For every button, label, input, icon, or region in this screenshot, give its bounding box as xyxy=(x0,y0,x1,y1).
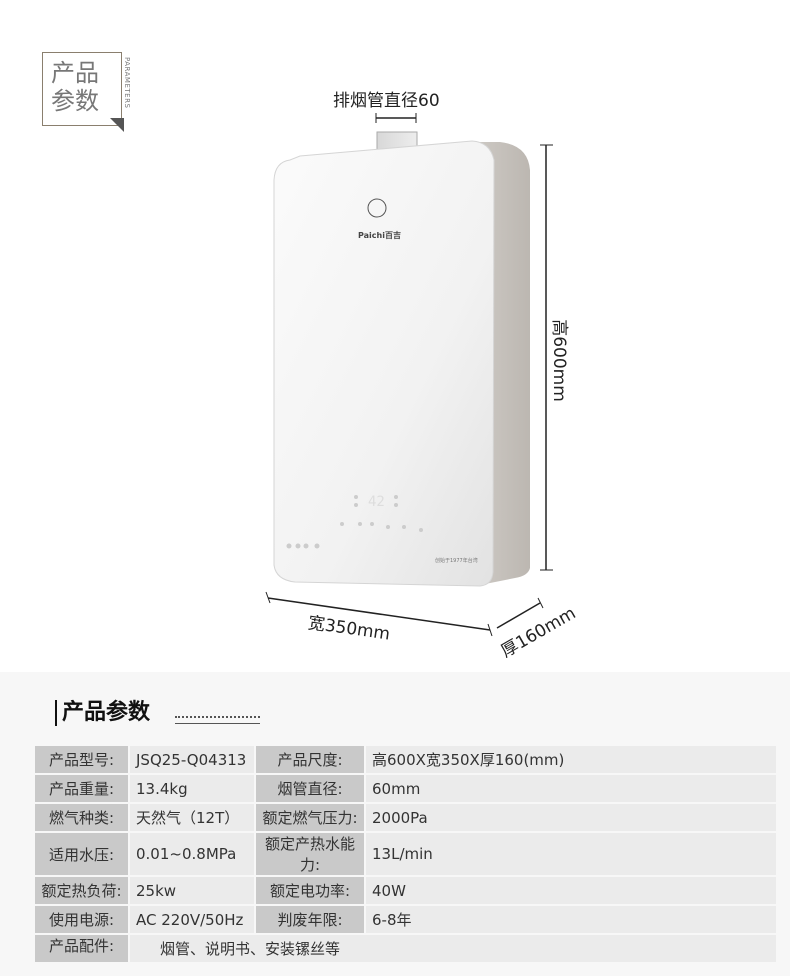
spec-value: 13.4kg xyxy=(130,775,254,802)
accessories-row: 产品配件:烟管、说明书、安装镙丝等 xyxy=(35,935,776,962)
brand-logo: Paichi百吉 xyxy=(358,230,401,240)
width-dimension-line xyxy=(267,597,491,631)
accessories-value: 烟管、说明书、安装镙丝等 xyxy=(130,935,776,962)
accessories-label: 产品配件: xyxy=(35,935,128,962)
display-temperature: 42 xyxy=(368,494,385,510)
spec-label: 使用电源: xyxy=(35,906,128,933)
spec-value: JSQ25-Q04313 xyxy=(130,746,254,773)
spec-value: 2000Pa xyxy=(366,804,776,831)
spec-value: 高600X宽350X厚160(mm) xyxy=(366,746,776,773)
spec-label: 额定燃气压力: xyxy=(256,804,364,831)
spec-value: 40W xyxy=(366,877,776,904)
depth-dimension-line xyxy=(496,602,541,629)
spec-value: AC 220V/50Hz xyxy=(130,906,254,933)
spec-label: 烟管直径: xyxy=(256,775,364,802)
spec-value: 0.01~0.8MPa xyxy=(130,833,254,875)
spec-value: 6-8年 xyxy=(366,906,776,933)
spec-value: 60mm xyxy=(366,775,776,802)
display-panel xyxy=(286,495,423,549)
spec-value: 13L/min xyxy=(366,833,776,875)
spec-label: 燃气种类: xyxy=(35,804,128,831)
spec-value: 25kw xyxy=(130,877,254,904)
badge-subtitle: PARAMETERS xyxy=(123,57,131,109)
spec-value: 天然气（12T） xyxy=(130,804,254,831)
badge-corner xyxy=(110,118,124,132)
spec-label: 额定产热水能力: xyxy=(256,833,364,875)
slogan: 创始于1977年台湾 xyxy=(435,557,478,564)
spec-label: 额定电功率: xyxy=(256,877,364,904)
spec-label: 额定热负荷: xyxy=(35,877,128,904)
water-heater-image: 42 Paichi百吉 创始于1977年台湾 xyxy=(265,113,553,637)
badge-title: 产品参数 xyxy=(51,59,99,115)
height-label: 高600mm xyxy=(548,319,569,402)
spec-label: 适用水压: xyxy=(35,833,128,875)
spec-label: 产品型号: xyxy=(35,746,128,773)
spec-row: 燃气种类:天然气（12T）额定燃气压力:2000Pa xyxy=(35,804,776,831)
front-panel xyxy=(273,140,495,587)
title-decoration xyxy=(175,716,260,724)
spec-label: 判废年限: xyxy=(256,906,364,933)
pipe-diameter-label: 排烟管直径60 xyxy=(333,91,440,111)
spec-label: 产品重量: xyxy=(35,775,128,802)
spec-label: 产品尺度: xyxy=(256,746,364,773)
parameters-badge: 产品参数 PARAMETERS xyxy=(42,52,131,126)
section-title: 产品参数 xyxy=(55,700,150,726)
